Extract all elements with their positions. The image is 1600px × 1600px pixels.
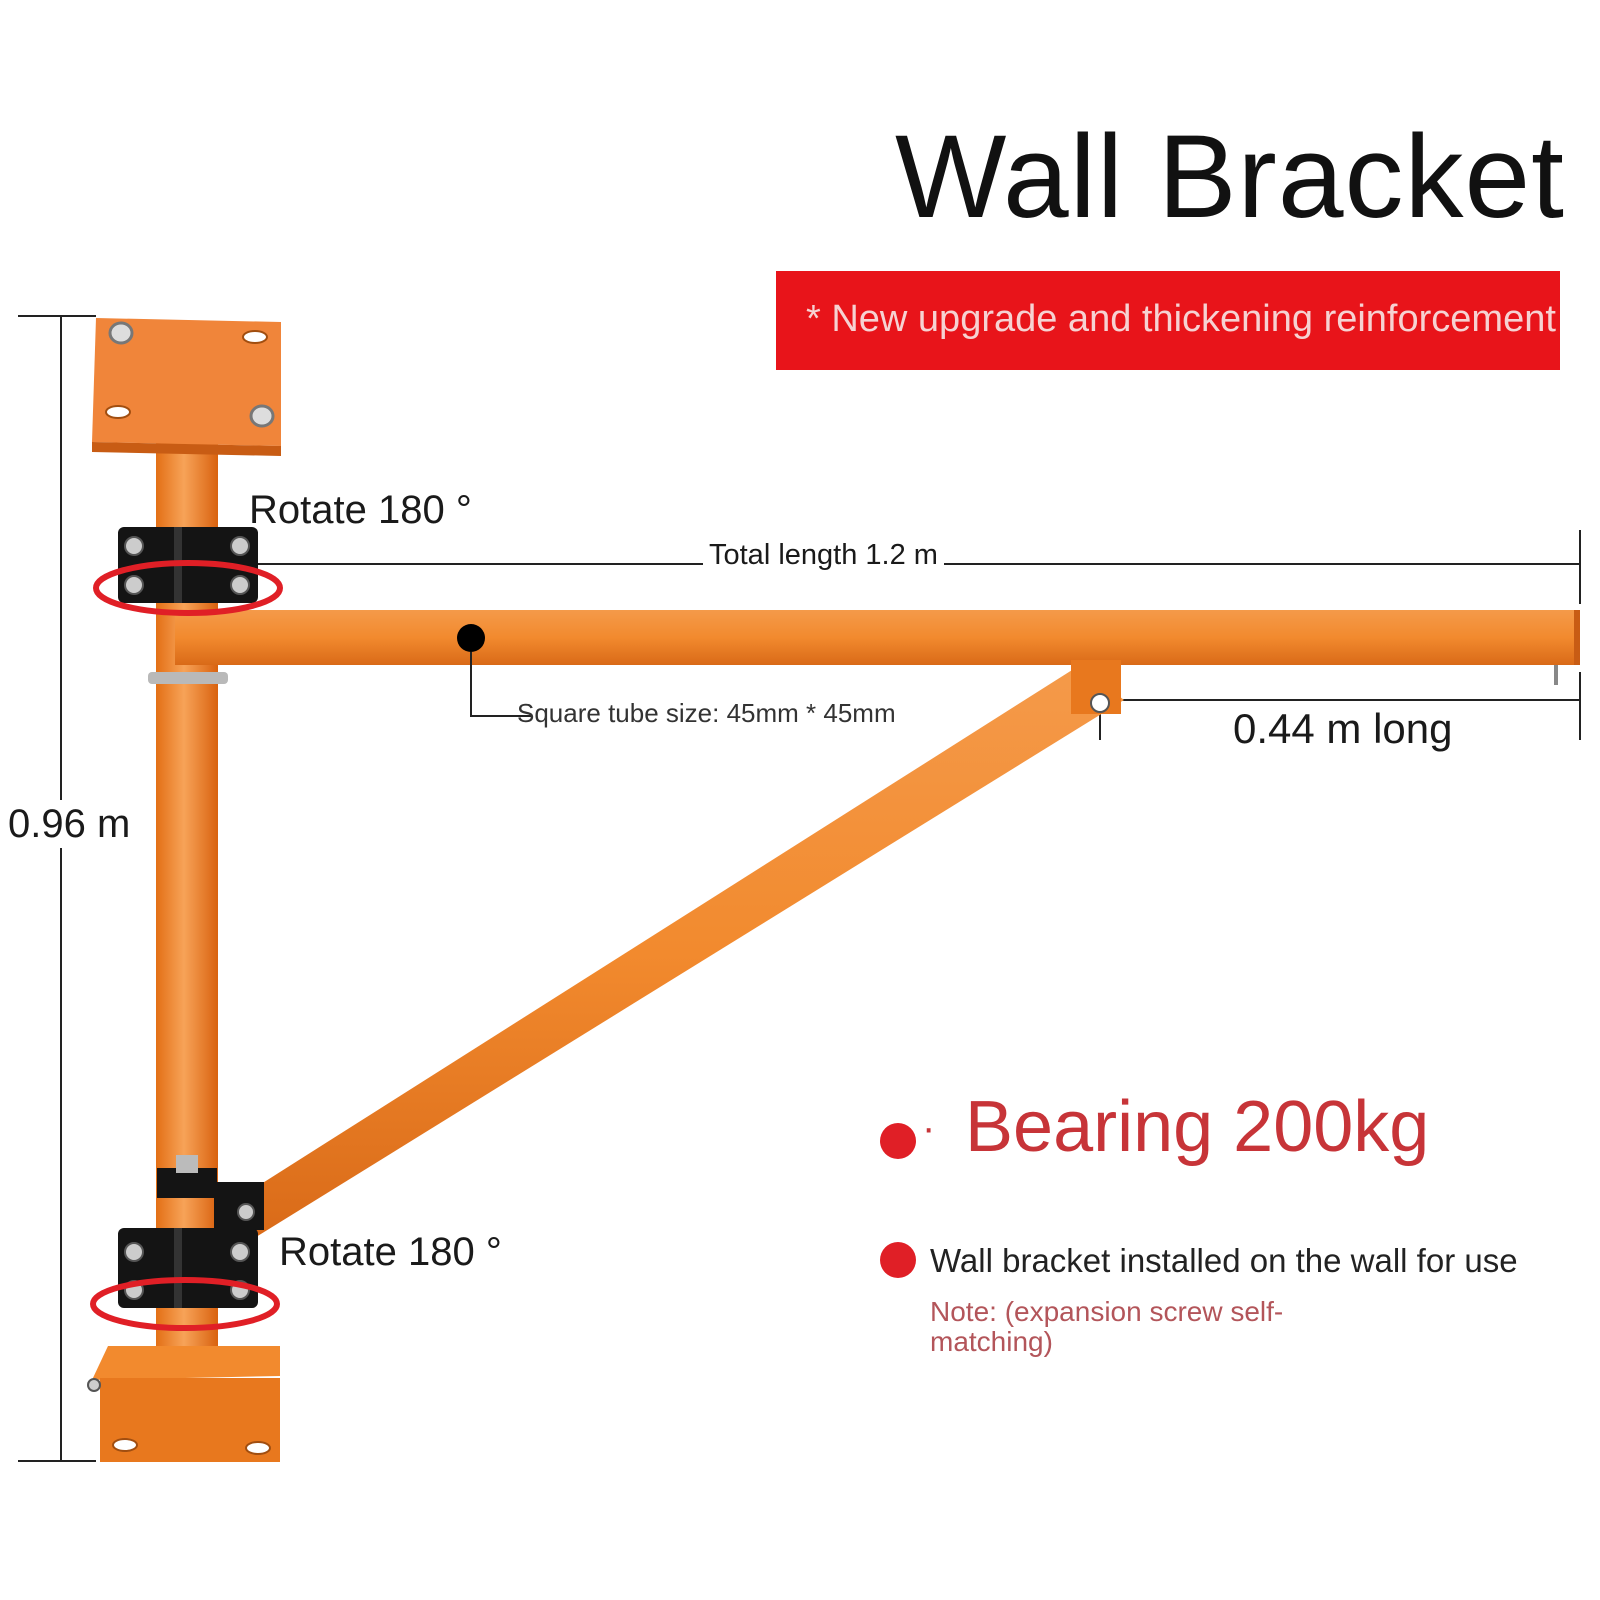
short-arm-label: 0.44 m long xyxy=(1233,705,1453,752)
diagonal-strut xyxy=(220,660,1124,1242)
top-rotation-ring-icon xyxy=(93,560,283,616)
square-tube-label: Square tube size: 45mm * 45mm xyxy=(517,698,896,728)
bottom-rotation-ring-icon xyxy=(90,1277,280,1331)
install-text: Wall bracket installed on the wall for u… xyxy=(930,1242,1518,1279)
bottom-wall-plate xyxy=(87,1346,280,1462)
total-length-label: Total length 1.2 m xyxy=(703,541,944,570)
square-tube-leader xyxy=(457,624,531,717)
bearing-separator: · xyxy=(922,1106,936,1150)
rotate-bottom-label: Rotate 180 ° xyxy=(279,1230,502,1274)
height-dimension xyxy=(18,315,96,1462)
horizontal-beam xyxy=(175,610,1580,685)
install-note: Note: (expansion screw self-matching) xyxy=(930,1296,1284,1357)
height-label: 0.96 m xyxy=(6,800,133,848)
bearing-capacity: Bearing 200kg xyxy=(965,1087,1430,1167)
page-title: Wall Bracket xyxy=(895,111,1565,243)
rotate-top-label: Rotate 180 ° xyxy=(249,488,472,532)
upgrade-banner-text: * New upgrade and thickening reinforceme… xyxy=(806,298,1556,340)
upgrade-banner xyxy=(776,271,1560,370)
bearing-bullet-icon xyxy=(880,1123,916,1159)
install-bullet-icon xyxy=(880,1242,916,1278)
pipe-collar xyxy=(148,672,228,684)
bottom-clamp xyxy=(118,1155,264,1308)
top-wall-plate xyxy=(92,318,281,456)
